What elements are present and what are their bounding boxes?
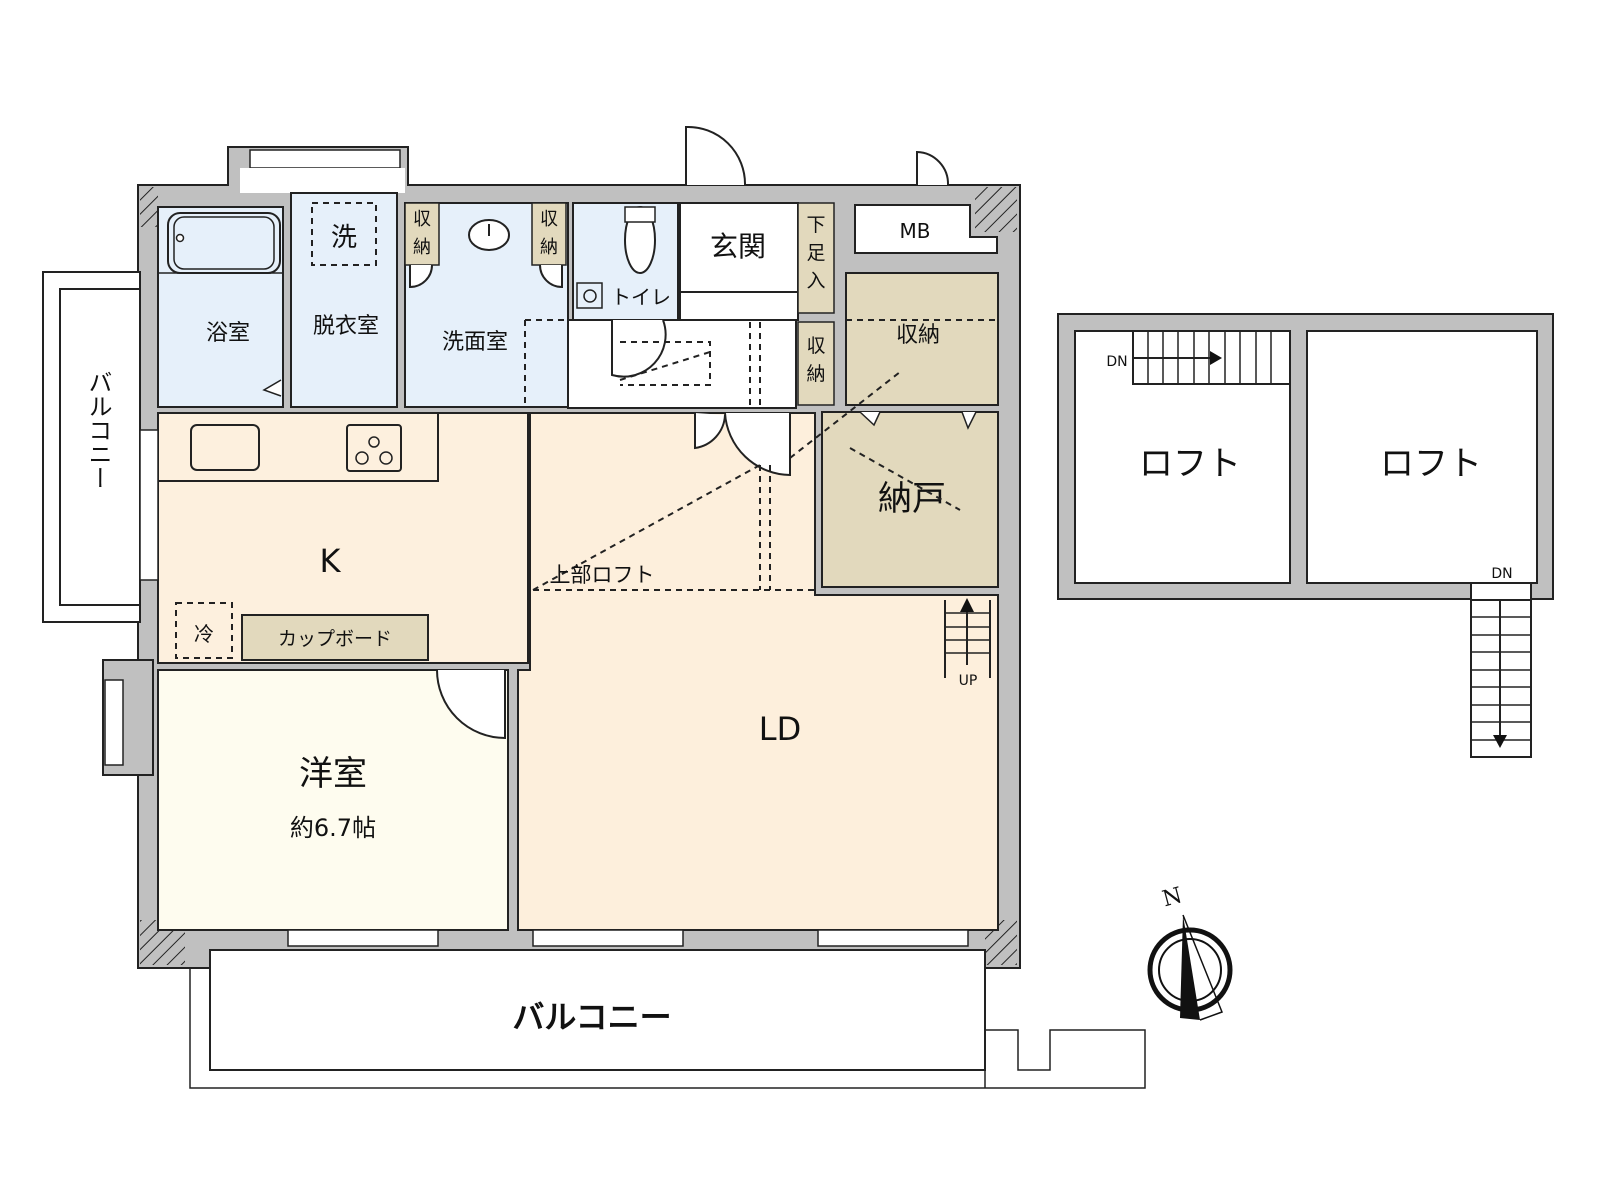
hall-storage: [797, 321, 835, 406]
storage-large-label: 収納: [896, 323, 940, 348]
hall-storage-label-1: 収: [806, 335, 825, 357]
compass-needle-icon: [1180, 915, 1200, 1020]
stairs-dn-top-label: DN: [1106, 354, 1127, 370]
stairs-dn-bottom-label: DN: [1491, 566, 1512, 582]
western-room-label: 洋室: [299, 754, 367, 794]
closet-label: 納戸: [878, 479, 946, 519]
stairs-dn-bottom[interactable]: DN: [1470, 566, 1532, 758]
storage-right-label-1: 収: [540, 209, 558, 230]
loft-floor: ロフト ロフト DN DN: [1057, 313, 1554, 758]
window-west-kitchen: [139, 429, 159, 581]
stairs-up-label: UP: [959, 673, 978, 689]
bathtub-icon: [167, 212, 281, 274]
window-west-room: [104, 679, 124, 766]
meter-box: [854, 204, 998, 254]
loft-right-label: ロフト: [1380, 444, 1482, 484]
washroom-label: 洗面室: [442, 330, 508, 355]
washing-machine-label: 洗: [331, 223, 357, 253]
toilet-label: トイレ: [611, 285, 671, 309]
window-south-2: [532, 929, 684, 947]
entrance-label: 玄関: [710, 230, 766, 263]
western-room-door[interactable]: [436, 669, 506, 740]
loft-right: [1306, 330, 1538, 584]
dressing-label: 脱衣室: [313, 314, 379, 339]
cupboard: [241, 614, 429, 661]
kitchen-label: K: [320, 542, 342, 580]
shoe-cabinet-label-2: 足: [806, 242, 825, 264]
storage-left-label-1: 収: [413, 209, 431, 230]
window-south-3: [817, 929, 969, 947]
south-balcony: バルコニー: [189, 949, 1146, 1089]
kitchen-sink-icon: [190, 424, 260, 471]
room-western: [157, 669, 509, 931]
hallway: [567, 319, 797, 409]
toilet-door[interactable]: [611, 319, 667, 378]
stove-icon: [346, 424, 402, 472]
shoe-cabinet-label-3: 入: [806, 270, 825, 292]
shoe-cabinet: [797, 202, 835, 314]
hatch-nw: [140, 187, 158, 227]
entrance-door[interactable]: [685, 125, 747, 186]
hatch-ne: [975, 187, 1017, 232]
mb-label: MB: [900, 219, 931, 243]
stairs-up[interactable]: UP: [944, 598, 991, 689]
washing-machine-space: [311, 202, 377, 266]
loft-left-label: ロフト: [1139, 444, 1241, 484]
storage-right-label-2: 納: [540, 237, 558, 258]
room-living-dining: [517, 412, 999, 931]
storage-large: [845, 272, 999, 406]
west-balcony-label: バルコニー: [84, 370, 112, 490]
mb-door[interactable]: [916, 150, 950, 186]
window-dressing: [249, 149, 401, 169]
main-floor: バルコニー バルコニー 浴室 洗 脱衣室 収: [42, 125, 1146, 1089]
compass-north-label: N: [1160, 883, 1185, 912]
compass: N: [1147, 883, 1233, 1021]
room-entrance: [679, 202, 799, 321]
ld-door[interactable]: [724, 412, 791, 477]
ld-label: LD: [759, 710, 801, 748]
western-room-size: 約6.7帖: [290, 814, 376, 842]
cupboard-label: カップボード: [278, 628, 392, 650]
paper-holder-icon: [583, 289, 597, 303]
storage-left-label-2: 納: [413, 237, 431, 258]
fridge-label: 冷: [194, 622, 214, 646]
window-south-1: [287, 929, 439, 947]
room-dressing: [290, 192, 398, 408]
storage-left: [404, 202, 440, 266]
south-balcony-label: バルコニー: [512, 998, 671, 1036]
loft-above-label: 上部ロフト: [550, 563, 655, 587]
bathroom-label: 浴室: [206, 321, 250, 346]
stairs-dn-top[interactable]: DN: [1106, 330, 1291, 385]
hall-storage-label-2: 納: [806, 363, 825, 385]
shoe-cabinet-label-1: 下: [806, 214, 825, 236]
fridge-space: [175, 602, 233, 659]
room-closet: [821, 411, 999, 588]
west-balcony: バルコニー: [42, 271, 141, 623]
